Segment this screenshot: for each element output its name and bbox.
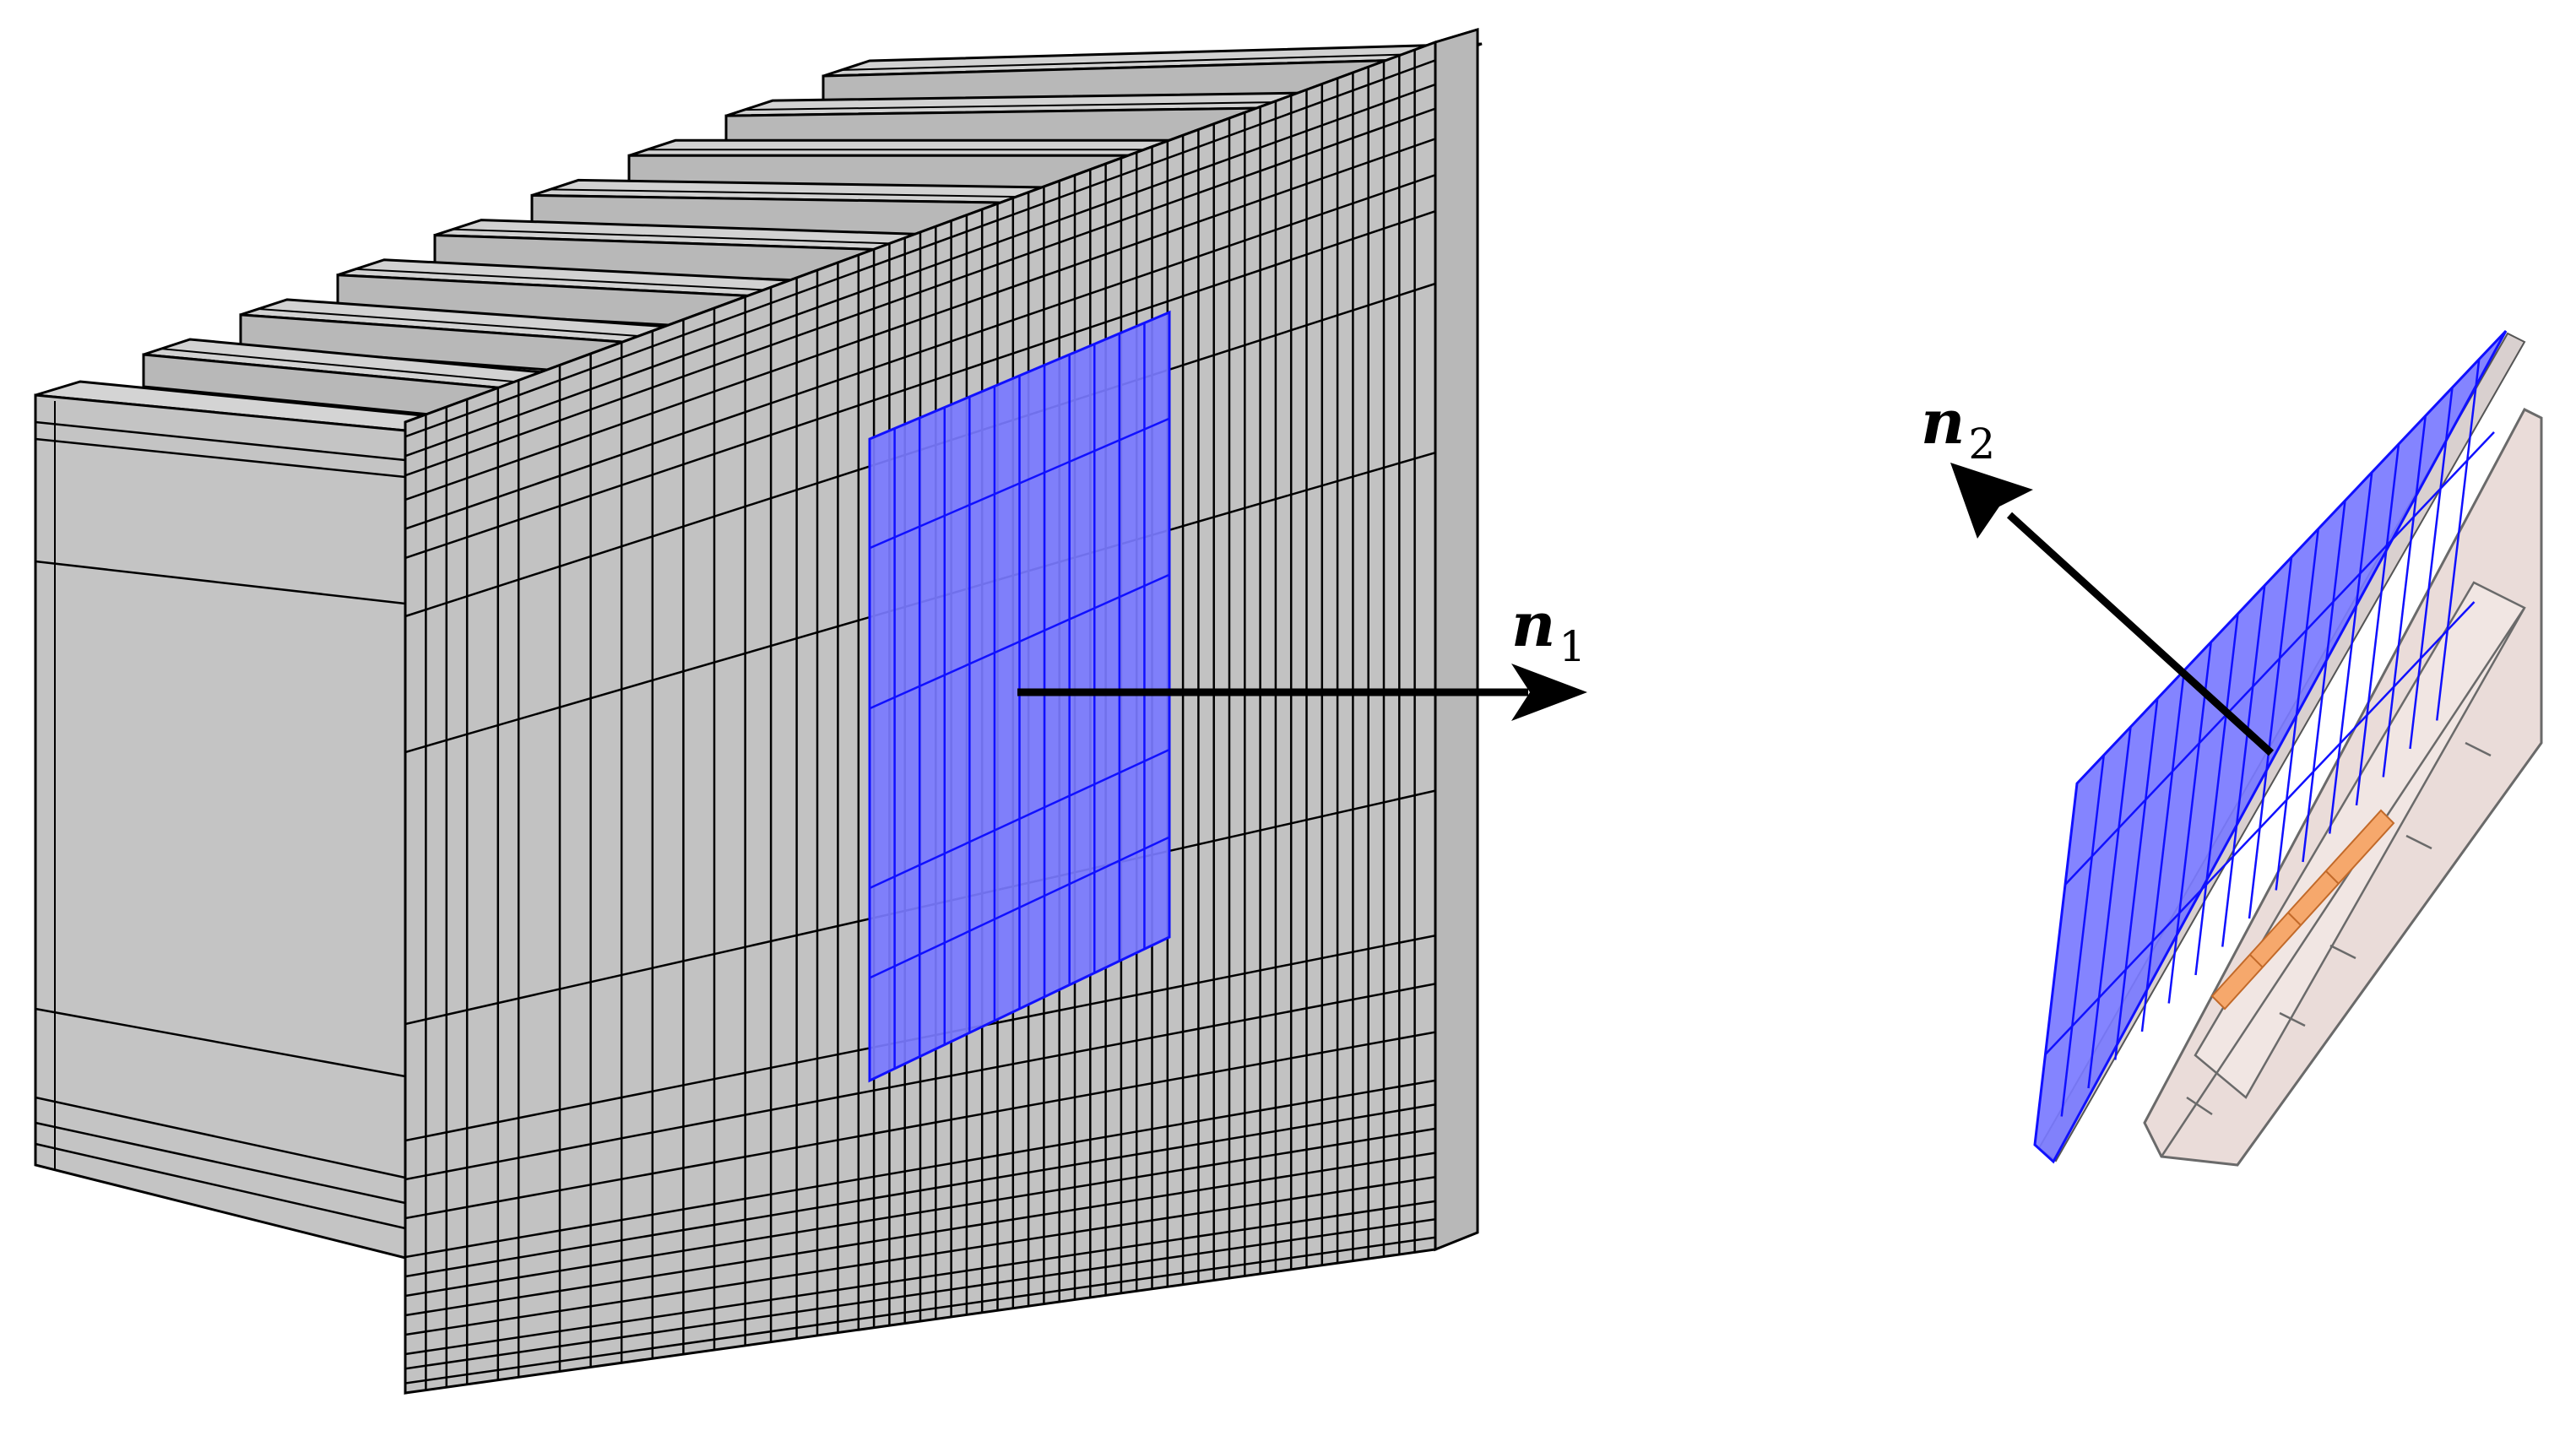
- pink-body-line: [2465, 741, 2492, 757]
- svg-text:n1: n1: [1511, 588, 1586, 671]
- plate-mesh-line: [2167, 642, 2212, 1004]
- plate-mesh-line: [2275, 528, 2319, 891]
- mesh-line: [405, 1200, 1435, 1356]
- highlight-mesh-line: [870, 748, 1169, 890]
- pink-body-line: [2160, 607, 2526, 1157]
- mesh-line: [405, 107, 1435, 477]
- mesh-line: [405, 174, 1435, 530]
- back-block: [34, 380, 448, 1260]
- mesh-line: [405, 1152, 1435, 1317]
- cutaway-component: [2033, 329, 2543, 1167]
- svg-text:n2: n2: [1921, 386, 1995, 469]
- highlight-mesh-line: [870, 417, 1169, 550]
- back-block-line: [35, 560, 406, 605]
- pink-body-line: [2329, 944, 2356, 960]
- mesh-line: [405, 1218, 1435, 1370]
- orange-cell-divider: [2249, 954, 2264, 968]
- pink-body-line: [2405, 834, 2432, 850]
- mesh-line: [405, 1127, 1435, 1298]
- mesh-line: [405, 1175, 1435, 1336]
- pink-body-line: [2186, 1096, 2213, 1116]
- orange-cells: [2210, 809, 2395, 1011]
- front-block-right-side: [1434, 27, 1479, 1252]
- plate-mesh-line: [2436, 359, 2481, 721]
- plate-mesh-line: [2064, 431, 2495, 886]
- mesh-fin: [724, 90, 1363, 149]
- back-block-face: [34, 393, 407, 1260]
- plate-mesh-line: [2248, 556, 2293, 919]
- highlight-mesh-line: [870, 573, 1169, 710]
- plate-mesh-grid: [2044, 359, 2495, 1117]
- highlight-mesh-grid: [870, 322, 1169, 1069]
- coil-mesh-assembly: [34, 27, 1483, 1395]
- mesh-fin: [627, 138, 1243, 191]
- back-block-line: [35, 1121, 406, 1205]
- highlight-mesh-line: [870, 836, 1169, 979]
- plate-mesh-line: [2329, 472, 2373, 834]
- arrow-up-left-icon: [1950, 463, 2275, 756]
- back-block-line: [35, 437, 406, 479]
- orange-cell-divider: [2325, 870, 2340, 885]
- plate-mesh-line: [2382, 415, 2427, 778]
- mesh-line: [405, 1079, 1435, 1259]
- back-block-line: [35, 1007, 406, 1078]
- pink-body-lines: [2160, 607, 2543, 1166]
- label-n2: n2: [1921, 386, 1995, 469]
- mesh-line: [405, 1103, 1435, 1278]
- mesh-line: [405, 83, 1435, 458]
- mesh-line: [405, 210, 1435, 560]
- plate-mesh-line: [2221, 585, 2266, 947]
- plate-mesh-line: [2114, 698, 2159, 1060]
- plate-mesh-line: [2355, 443, 2400, 806]
- mesh-line: [405, 1236, 1435, 1385]
- mesh-line: [405, 138, 1435, 501]
- pink-body-line: [2279, 1011, 2306, 1027]
- orange-cell-divider: [2287, 912, 2302, 926]
- plate-mesh-line: [2302, 500, 2346, 863]
- pink-body-line: [2236, 742, 2543, 1166]
- arrow-right-icon: [1017, 664, 1587, 721]
- mesh-line: [405, 59, 1435, 438]
- back-block-line: [35, 1096, 406, 1179]
- label-n1: n1: [1511, 588, 1586, 671]
- plate-mesh-line: [2140, 669, 2186, 1032]
- plate-mesh-line: [2044, 601, 2476, 1055]
- plate-mesh-line: [2194, 613, 2239, 976]
- plate-mesh-line: [2060, 755, 2105, 1117]
- plate-mesh-line: [2087, 726, 2132, 1089]
- mesh-line: [405, 983, 1435, 1181]
- plate-mesh-line: [2409, 387, 2454, 750]
- mesh-line: [405, 1031, 1435, 1220]
- back-block-line: [35, 1142, 406, 1230]
- mesh-fins: [142, 42, 1483, 432]
- back-block-line: [35, 420, 406, 462]
